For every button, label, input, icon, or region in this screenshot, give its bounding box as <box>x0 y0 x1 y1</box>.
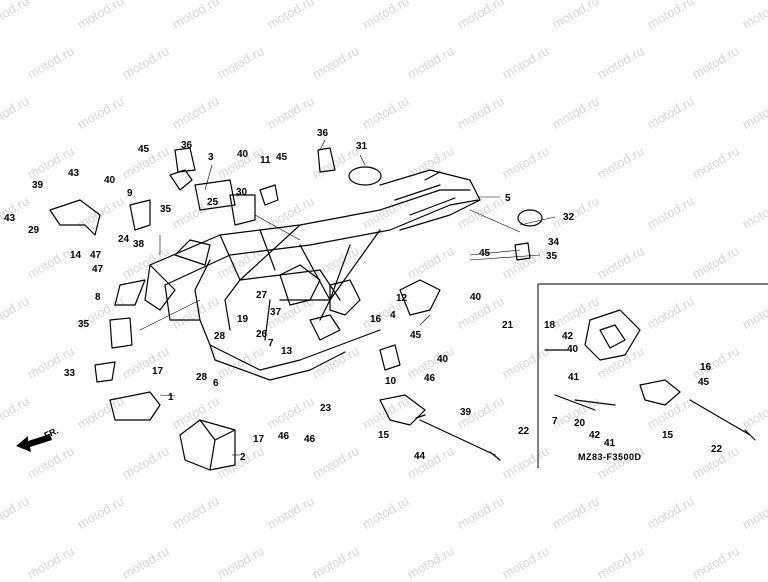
callout-28: 28 <box>196 372 208 383</box>
callout-46: 46 <box>278 431 290 442</box>
mount-2 <box>179 419 236 471</box>
callout-43: 43 <box>68 168 80 179</box>
callout-28: 28 <box>214 331 226 342</box>
callout-45: 45 <box>410 330 422 341</box>
callout-40: 40 <box>437 354 449 365</box>
front-arrow-icon <box>16 434 52 452</box>
callout-47: 47 <box>92 264 104 275</box>
callout-34: 34 <box>548 237 560 248</box>
callout-40: 40 <box>567 344 579 355</box>
callout-35: 35 <box>160 204 172 215</box>
callout-22: 22 <box>518 426 530 437</box>
callout-17: 17 <box>253 434 265 445</box>
callout-30: 30 <box>236 187 248 198</box>
callout-26: 26 <box>256 329 268 340</box>
inset-border <box>537 283 768 468</box>
callout-8: 8 <box>95 292 101 303</box>
leader-lines <box>139 139 556 456</box>
frame-rear-rail <box>379 169 481 231</box>
callout-7: 7 <box>552 416 558 427</box>
cover-1 <box>109 391 161 421</box>
callout-9: 9 <box>127 188 133 199</box>
callout-40: 40 <box>470 292 482 303</box>
callout-36: 36 <box>317 128 329 139</box>
bracket-3 <box>194 179 236 211</box>
callout-39: 39 <box>32 180 44 191</box>
callout-40: 40 <box>237 149 249 160</box>
callout-36: 36 <box>181 140 193 151</box>
bracket-8 <box>114 279 146 306</box>
callout-41: 41 <box>568 372 580 383</box>
callout-32: 32 <box>563 212 575 223</box>
callout-37: 37 <box>270 307 282 318</box>
callout-20: 20 <box>574 418 586 429</box>
callout-5: 5 <box>505 193 511 204</box>
callout-46: 46 <box>424 373 436 384</box>
callout-19: 19 <box>237 314 249 325</box>
callout-45: 45 <box>276 152 288 163</box>
callout-35: 35 <box>546 251 558 262</box>
callout-38: 38 <box>133 239 145 250</box>
callout-12: 12 <box>396 293 408 304</box>
callout-39: 39 <box>460 407 472 418</box>
callout-7: 7 <box>268 338 274 349</box>
callout-10: 10 <box>385 376 397 387</box>
callout-15: 15 <box>662 430 674 441</box>
callout-43: 43 <box>4 213 16 224</box>
callout-24: 24 <box>118 234 130 245</box>
callout-47: 47 <box>90 250 102 261</box>
callout-15: 15 <box>378 430 390 441</box>
callout-18: 18 <box>544 320 556 331</box>
stay-14 <box>49 199 101 236</box>
callout-45: 45 <box>698 377 710 388</box>
callout-11: 11 <box>260 155 271 166</box>
callout-21: 21 <box>502 320 514 331</box>
frame-lower-cradle <box>199 319 381 371</box>
callout-14: 14 <box>70 250 82 261</box>
callout-42: 42 <box>562 331 574 342</box>
callout-25: 25 <box>207 197 219 208</box>
callout-40: 40 <box>104 175 116 186</box>
callout-29: 29 <box>28 225 40 236</box>
callout-6: 6 <box>213 378 219 389</box>
callout-23: 23 <box>320 403 332 414</box>
callout-41: 41 <box>604 438 616 449</box>
frame-main-spar-lower <box>164 199 479 286</box>
callout-1: 1 <box>168 392 174 403</box>
callout-46: 46 <box>304 434 316 445</box>
callout-45: 45 <box>138 144 150 155</box>
callout-27: 27 <box>256 290 268 301</box>
callout-22: 22 <box>711 444 723 455</box>
callout-17: 17 <box>152 366 164 377</box>
callout-45: 45 <box>479 248 491 259</box>
diagram-code: MZ83-F3500D <box>578 452 642 462</box>
callout-16: 16 <box>700 362 712 373</box>
callout-2: 2 <box>240 452 246 463</box>
callout-16: 16 <box>370 314 382 325</box>
callout-44: 44 <box>414 451 426 462</box>
callout-4: 4 <box>390 310 396 321</box>
frame-main-spar <box>149 189 471 266</box>
callout-42: 42 <box>589 430 601 441</box>
stay-15 <box>379 394 426 426</box>
callout-3: 3 <box>208 152 214 163</box>
callout-31: 31 <box>356 141 368 152</box>
callout-33: 33 <box>64 368 76 379</box>
callout-13: 13 <box>281 346 293 357</box>
callout-35: 35 <box>78 319 90 330</box>
